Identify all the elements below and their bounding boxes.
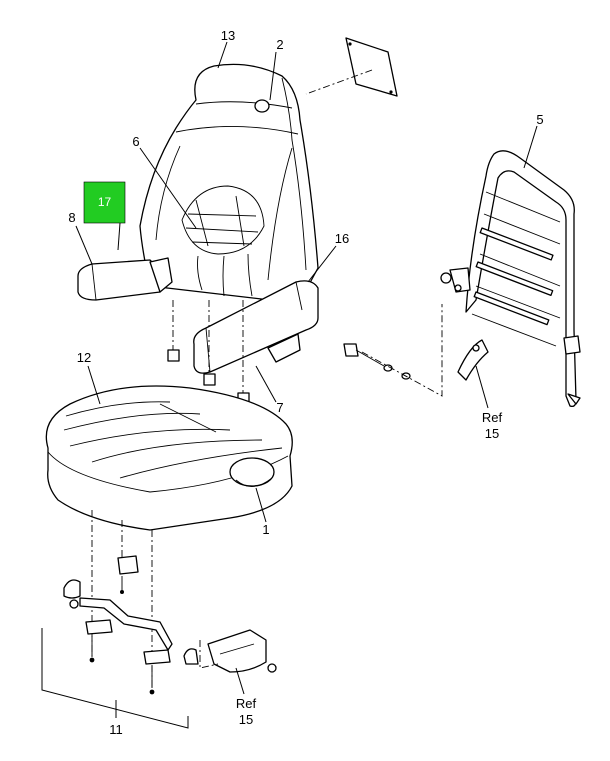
back-frame <box>343 150 581 408</box>
callout-11: 11 <box>109 722 123 737</box>
right-armrest <box>167 280 319 405</box>
left-armrest <box>77 257 173 301</box>
callout-8: 8 <box>68 210 75 225</box>
highlight-box[interactable] <box>83 181 126 224</box>
callout-ref-bottom: Ref <box>236 696 257 711</box>
callout-ref-right: Ref <box>482 410 503 425</box>
callout-2: 2 <box>276 37 283 52</box>
seat-back <box>139 63 319 301</box>
callout-13: 13 <box>221 28 235 43</box>
back-panel-plate <box>305 37 398 97</box>
callout-12: 12 <box>77 350 91 365</box>
callout-1: 1 <box>262 522 269 537</box>
callout-6: 6 <box>132 134 139 149</box>
callout-17: 17 <box>98 195 112 209</box>
callout-ref-right-15: 15 <box>485 426 499 441</box>
callouts: 13 2 5 6 8 16 12 7 1 11 Ref 15 Ref 15 <box>68 28 543 737</box>
highlighted-part-17[interactable]: 17 <box>83 181 126 251</box>
callout-16: 16 <box>335 231 349 246</box>
seat-cushion <box>45 385 293 531</box>
callout-ref-bottom-15: 15 <box>239 712 253 727</box>
leader-lines <box>75 41 538 695</box>
callout-7: 7 <box>276 400 283 415</box>
callout-5: 5 <box>536 112 543 127</box>
seat-base-hardware <box>41 510 277 729</box>
